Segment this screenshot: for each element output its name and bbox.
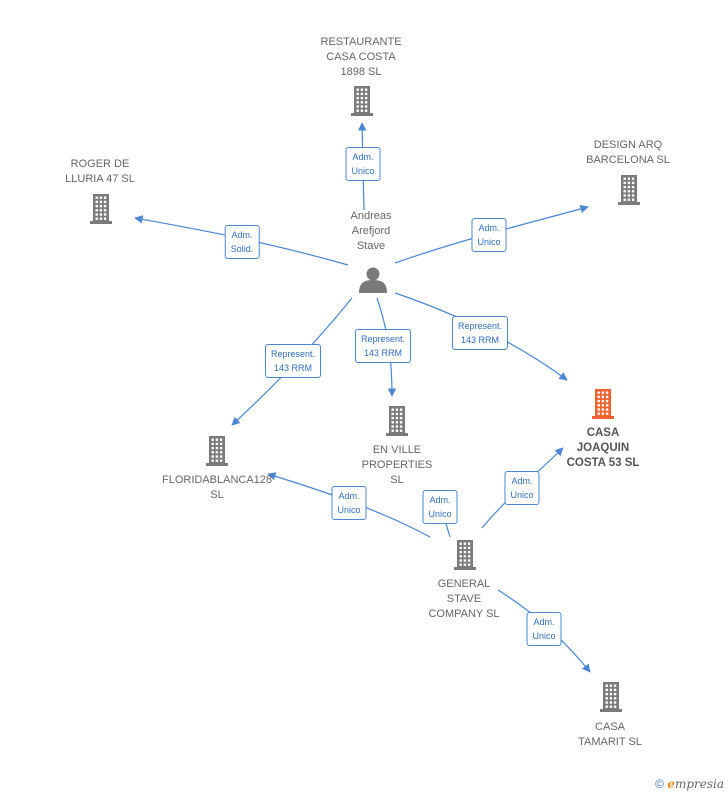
brand-logo-initial: e — [667, 777, 675, 791]
person-icon[interactable] — [359, 267, 387, 294]
node-label-enville[interactable]: EN VILLE PROPERTIES SL — [361, 444, 433, 486]
building-icon-design[interactable] — [618, 175, 640, 205]
edge-label-person-to-roger[interactable]: Adm. Solid. — [224, 225, 260, 259]
edge-label-general-to-joaquin[interactable]: Adm. Unico — [504, 471, 540, 505]
edge-label-general-to-tamarit[interactable]: Adm. Unico — [526, 612, 562, 646]
building-icon-general[interactable] — [454, 540, 476, 570]
node-label-general[interactable]: GENERAL STAVE COMPANY SL — [428, 578, 500, 620]
edge-label-person-to-design[interactable]: Adm. Unico — [471, 218, 507, 252]
node-label-restaurante[interactable]: RESTAURANTE CASA COSTA 1898 SL — [320, 36, 402, 78]
building-icon-roger[interactable] — [90, 194, 112, 224]
edges-layer — [134, 122, 591, 673]
edge-label-person-to-restaurante[interactable]: Adm. Unico — [345, 147, 381, 181]
building-icon-tamarit[interactable] — [600, 682, 622, 712]
edge-label-person-to-joaquin[interactable]: Represent. 143 RRM — [451, 316, 509, 350]
node-label-joaquin[interactable]: CASA JOAQUIN COSTA 53 SL — [566, 427, 640, 469]
edge-label-person-to-enville[interactable]: Represent. 143 RRM — [354, 329, 412, 363]
node-label-design[interactable]: DESIGN ARQ BARCELONA SL — [586, 139, 670, 166]
node-label-person[interactable]: Andreas Arefjord Stave — [350, 210, 392, 252]
node-label-tamarit[interactable]: CASA TAMARIT SL — [578, 721, 642, 748]
building-icon-enville[interactable] — [386, 406, 408, 436]
icons-layer — [90, 86, 640, 712]
copyright-symbol: © — [655, 777, 664, 791]
footer: © empresia — [655, 777, 724, 791]
node-label-florida[interactable]: FLORIDABLANCA128 SL — [161, 474, 273, 501]
building-icon-joaquin[interactable] — [592, 389, 614, 419]
building-icon-restaurante[interactable] — [351, 86, 373, 116]
brand-logo-text: mpresia — [674, 777, 724, 791]
edge-label-person-to-florida[interactable]: Represent. 143 RRM — [264, 344, 322, 378]
node-label-roger[interactable]: ROGER DE LLURIA 47 SL — [65, 158, 135, 185]
edge-label-general-to-florida[interactable]: Adm. Unico — [331, 486, 367, 520]
building-icon-florida[interactable] — [206, 436, 228, 466]
edge-label-general-to-enville[interactable]: Adm. Unico — [422, 490, 458, 524]
